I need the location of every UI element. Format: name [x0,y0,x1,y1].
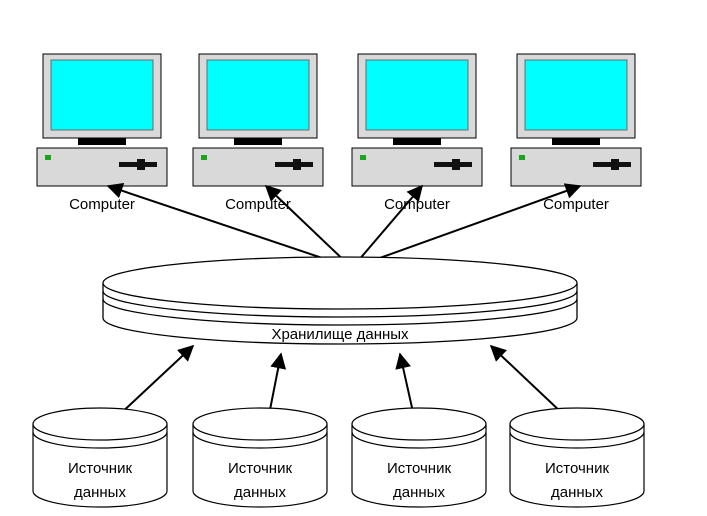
computer-label: Computer [384,196,450,213]
computer-1: Computer [36,53,168,213]
database-ring [351,431,487,449]
data-sources-row: Источник данных Источник данных Источник данн… [32,407,645,508]
database-ring [509,431,645,449]
arrows-to-computers [106,183,582,269]
database-icon [509,424,645,508]
computer-2: Computer [192,53,324,213]
computer-4: Computer [510,53,642,213]
data-warehouse: Хранилище данных [102,256,578,345]
warehouse-label: Хранилище данных [271,326,409,343]
monitor-stand [552,138,600,145]
database-top [509,407,645,441]
computers-row: Computer Computer Computer Computer [36,53,642,213]
database-icon [351,424,487,508]
database-top [351,407,487,441]
data-source-2: Источник данных [192,407,328,508]
data-source-4: Источник данных [509,407,645,508]
drive-button [611,159,619,170]
database-ring [192,431,328,449]
source-label-line2: данных [551,484,603,501]
monitor-screen [365,59,469,131]
source-label-line2: данных [234,484,286,501]
drive-button [137,159,145,170]
source-label-line2: данных [393,484,445,501]
source-label-line1: Источник [68,460,132,477]
data-source-3: Источник данных [351,407,487,508]
source-label-line2: данных [74,484,126,501]
monitor-stand [78,138,126,145]
computer-3: Computer [351,53,483,213]
arrows-from-sources [102,344,581,431]
source-label-line1: Источник [545,460,609,477]
power-led [201,155,207,160]
power-led [360,155,366,160]
power-led [519,155,525,160]
monitor-stand [234,138,282,145]
monitor-screen [50,59,154,131]
computer-label: Computer [225,196,291,213]
arrow-to-computer-1 [106,183,353,269]
database-ring [32,431,168,449]
monitor-screen [524,59,628,131]
database-icon [32,424,168,508]
data-source-1: Источник данных [32,407,168,508]
arrow-to-computer-3 [351,184,424,269]
drive-button [293,159,301,170]
database-top [32,407,168,441]
arrow-to-computer-2 [264,184,353,269]
monitor-screen [206,59,310,131]
arrow-to-computer-4 [351,183,582,269]
database-top [192,407,328,441]
database-icon [192,424,328,508]
monitor-stand [393,138,441,145]
computer-label: Computer [69,196,135,213]
source-label-line1: Источник [228,460,292,477]
drive-button [452,159,460,170]
source-label-line1: Источник [387,460,451,477]
computer-label: Computer [543,196,609,213]
power-led [45,155,51,160]
